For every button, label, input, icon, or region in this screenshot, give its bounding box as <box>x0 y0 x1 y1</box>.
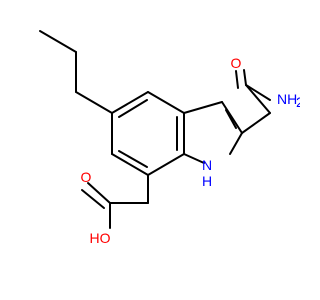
bond <box>75 91 113 114</box>
amide-nitrogen-subscript: 2 <box>296 94 300 110</box>
bond <box>241 112 271 134</box>
bond <box>87 182 111 204</box>
bond <box>183 153 205 164</box>
bond <box>245 84 271 114</box>
carbonyl-bond <box>243 69 247 86</box>
indole-nh-label: N H <box>202 157 212 189</box>
indole-nitrogen-text: N <box>202 157 212 173</box>
propyl-chain <box>39 30 113 114</box>
indole-hydrogen-text: H <box>202 173 212 189</box>
background <box>0 0 300 300</box>
bond <box>147 153 185 176</box>
double-bond-line <box>225 109 237 129</box>
bond <box>147 91 185 114</box>
carbonyl-bond <box>81 189 105 209</box>
molecule-diagram: O NH 2 N H O HO <box>0 0 300 300</box>
acetic-acid-group <box>81 174 149 229</box>
bond <box>229 132 243 155</box>
benzene-ring <box>111 91 185 176</box>
amide-nitrogen-text: NH <box>277 91 297 107</box>
acetamide-group <box>235 69 271 134</box>
pyrrole-ring <box>183 101 243 164</box>
bond <box>183 101 223 114</box>
carbonyl-bond <box>235 70 239 89</box>
amide-oxygen-label: O <box>231 55 242 71</box>
acid-carbonyl-oxygen-label: O <box>81 169 92 185</box>
hydroxyl-label: HO <box>90 230 111 246</box>
bond <box>39 30 77 53</box>
structure-canvas: O NH 2 N H O HO <box>0 0 300 300</box>
bond <box>245 84 271 101</box>
bond <box>221 101 243 134</box>
bond <box>111 153 149 176</box>
double-bond-line <box>118 99 148 118</box>
bond <box>111 91 149 114</box>
amide-nitrogen-label: NH 2 <box>277 91 300 110</box>
double-bond-line <box>118 150 148 168</box>
